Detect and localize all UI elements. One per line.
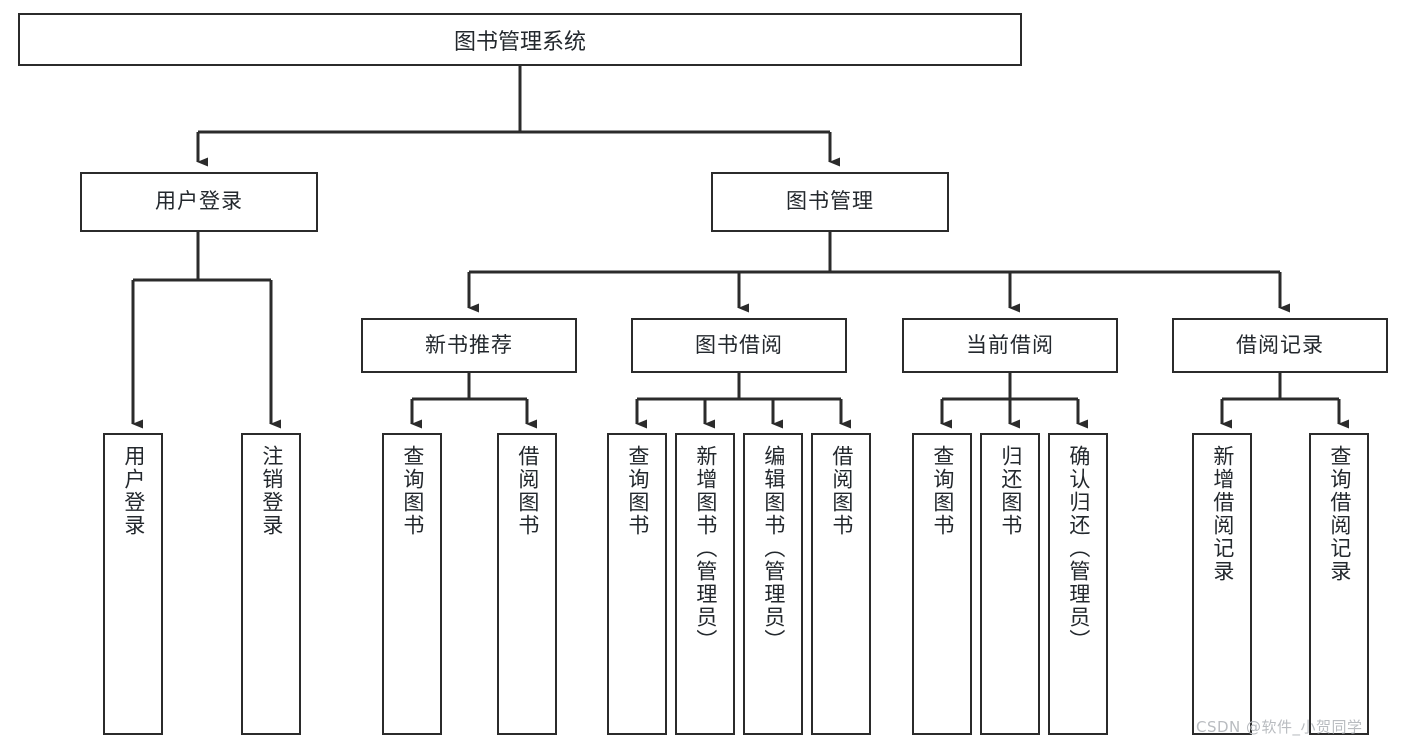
leaf-borrow-book-new[interactable]: 借阅图书: [497, 433, 557, 735]
leaf-label: 注销登录: [259, 445, 284, 537]
node-current-borrow[interactable]: 当前借阅: [902, 318, 1118, 373]
leaf-query-book-new[interactable]: 查询图书: [382, 433, 442, 735]
node-user-login[interactable]: 用户登录: [80, 172, 318, 232]
leaf-borrow-book[interactable]: 借阅图书: [811, 433, 871, 735]
leaf-label: 编辑图书（管理员）: [761, 445, 786, 652]
node-label: 当前借阅: [966, 332, 1054, 357]
node-new-book-recommend[interactable]: 新书推荐: [361, 318, 577, 373]
leaf-label: 新增借阅记录: [1210, 445, 1235, 583]
node-label: 图书管理: [786, 189, 874, 214]
leaf-label: 用户登录: [121, 445, 146, 537]
csdn-watermark: CSDN @软件_小贺同学: [1196, 718, 1363, 736]
leaf-confirm-return-admin[interactable]: 确认归还（管理员）: [1048, 433, 1108, 735]
node-label: 图书借阅: [695, 332, 783, 357]
leaf-label: 查询图书: [625, 445, 650, 537]
leaf-label: 查询借阅记录: [1327, 445, 1352, 583]
leaf-label: 查询图书: [930, 445, 955, 537]
node-book-management[interactable]: 图书管理: [711, 172, 949, 232]
leaf-user-login[interactable]: 用户登录: [103, 433, 163, 735]
node-label: 新书推荐: [425, 332, 513, 357]
node-borrow-record[interactable]: 借阅记录: [1172, 318, 1388, 373]
node-root-system[interactable]: 图书管理系统: [18, 13, 1022, 66]
leaf-add-borrow-record[interactable]: 新增借阅记录: [1192, 433, 1252, 735]
node-label: 用户登录: [155, 189, 243, 214]
leaf-query-book-borrow[interactable]: 查询图书: [607, 433, 667, 735]
node-label: 借阅记录: [1236, 332, 1324, 357]
leaf-edit-book-admin[interactable]: 编辑图书（管理员）: [743, 433, 803, 735]
leaf-label: 借阅图书: [515, 445, 540, 537]
leaf-label: 新增图书（管理员）: [693, 445, 718, 652]
leaf-label: 归还图书: [998, 445, 1023, 537]
leaf-add-book-admin[interactable]: 新增图书（管理员）: [675, 433, 735, 735]
leaf-return-book[interactable]: 归还图书: [980, 433, 1040, 735]
leaf-label: 借阅图书: [829, 445, 854, 537]
leaf-query-book-current[interactable]: 查询图书: [912, 433, 972, 735]
leaf-label: 查询图书: [400, 445, 425, 537]
node-label: 图书管理系统: [453, 29, 586, 55]
node-book-borrow[interactable]: 图书借阅: [631, 318, 847, 373]
leaf-query-borrow-record[interactable]: 查询借阅记录: [1309, 433, 1369, 735]
leaf-user-logout[interactable]: 注销登录: [241, 433, 301, 735]
leaf-label: 确认归还（管理员）: [1066, 445, 1091, 652]
